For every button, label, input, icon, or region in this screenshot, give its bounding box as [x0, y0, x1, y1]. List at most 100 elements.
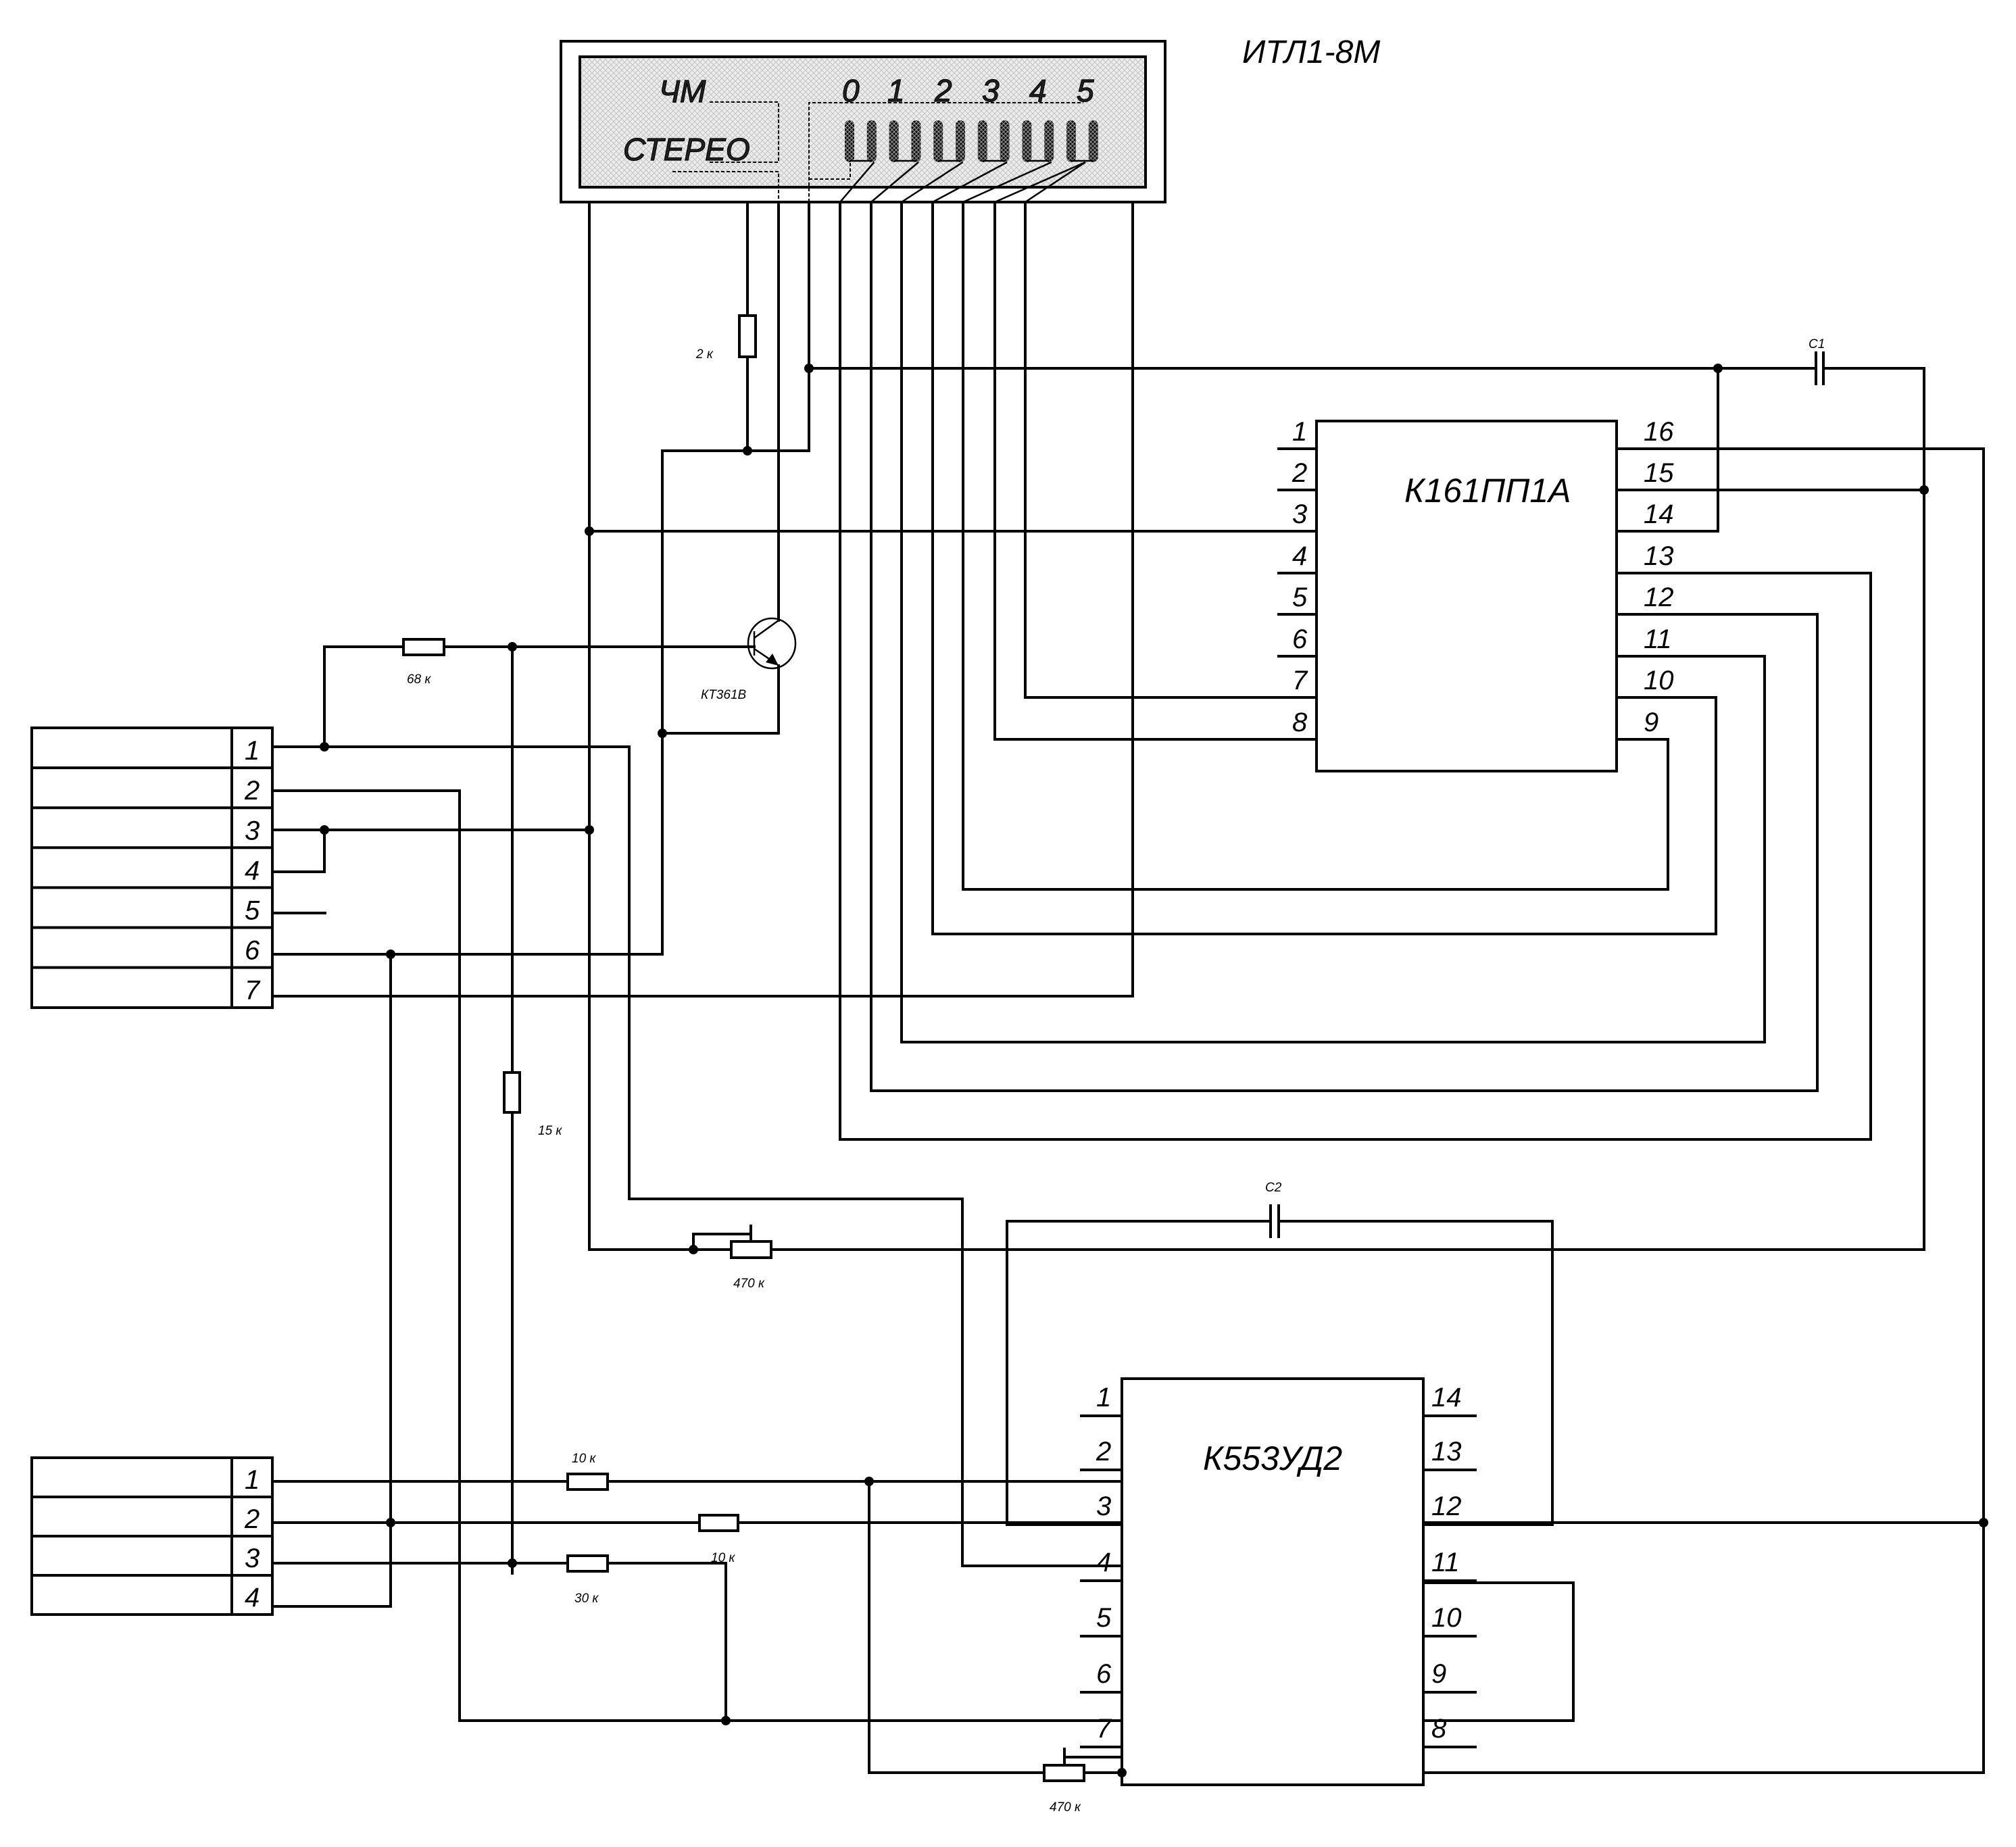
- resistor-10k-b-label: 10 к: [711, 1551, 735, 1565]
- decoder-right-pin-number: 14: [1644, 499, 1674, 529]
- display-segment: [1044, 120, 1054, 162]
- display-segment: [866, 120, 877, 162]
- junction-dot: [320, 742, 329, 752]
- wire-feedback: [868, 1480, 1046, 1774]
- display-segment: [956, 120, 965, 162]
- junction-dot: [386, 950, 395, 959]
- wire-seg-12: [870, 201, 1819, 1092]
- display-digit-trace: [808, 102, 1083, 202]
- display-segment: [1000, 120, 1010, 162]
- connector-pin-number: 4: [245, 1583, 260, 1612]
- junction-dot: [1713, 364, 1723, 373]
- resistor-68k-label: 68 к: [407, 672, 431, 687]
- resistor-15k: [503, 1071, 521, 1114]
- wire-connector1-pin4: [271, 829, 326, 873]
- wire-decoder-pin16: [1121, 447, 1985, 1774]
- display-segment: [1022, 120, 1032, 162]
- opamp-right-pin-number: 8: [1431, 1714, 1447, 1744]
- decoder-left-pin-number: 4: [1292, 541, 1307, 571]
- capacitor-c1: [1815, 351, 1825, 385]
- opamp-left-pin-number: 5: [1096, 1603, 1112, 1633]
- capacitor-c1-label: C1: [1809, 337, 1825, 351]
- chip-k553ud2-label: К553УД2: [1203, 1439, 1342, 1477]
- wire-seg-9: [962, 201, 1669, 891]
- opamp-left-pin-number: 3: [1096, 1492, 1111, 1521]
- display-segment-lead: [994, 161, 1086, 203]
- wires: [271, 201, 1985, 1774]
- opamp-left-pin-number: 7: [1096, 1714, 1112, 1744]
- decoder-right-pin-number: 9: [1644, 708, 1658, 737]
- wire-emitter: [661, 664, 780, 735]
- schematic-title: ИТЛ1-8М: [1242, 34, 1380, 70]
- wire-emitter-node: [661, 367, 810, 735]
- opamp-right-pin-number: 13: [1431, 1437, 1462, 1467]
- junction-dot: [386, 1518, 395, 1527]
- resistor-30k-label: 30 к: [574, 1592, 599, 1606]
- wire-base: [323, 645, 756, 748]
- junction-dot: [721, 1716, 731, 1725]
- junction-dot: [320, 825, 329, 835]
- junction-dot: [864, 1477, 874, 1486]
- decoder-left-pin-stubs: [1277, 447, 1318, 741]
- decoder-right-pin-number: 15: [1644, 458, 1674, 488]
- connector-pin-number: 6: [245, 936, 260, 966]
- junction-dot: [689, 1245, 698, 1254]
- resistor-2k-label: 2 к: [695, 347, 714, 362]
- display-stereo-indicator: СТЕРЕО: [623, 132, 750, 167]
- display-segment: [1088, 120, 1098, 162]
- potentiometer-top-label: 470 к: [733, 1277, 765, 1291]
- wire-display-grid: [588, 201, 733, 1251]
- junction-dots: [320, 364, 1988, 1777]
- display-segment-lead: [839, 162, 875, 203]
- wire-seg-11: [900, 201, 1766, 1043]
- connector-pin-number: 1: [245, 1465, 260, 1495]
- display-fm-indicator: ЧМ: [659, 74, 706, 109]
- opamp-right-pin-number: 10: [1431, 1603, 1462, 1633]
- wire-seg-10: [931, 201, 1717, 935]
- display-stereo-trace: [710, 101, 779, 163]
- connector-pin-number: 3: [245, 816, 260, 845]
- decoder-right-pin-number: 10: [1644, 666, 1674, 695]
- opamp-right-pin-number: 11: [1431, 1548, 1460, 1577]
- transistor-label: КТ361В: [701, 688, 747, 702]
- connector-pin-number: 4: [245, 856, 260, 885]
- decoder-right-pin-number: 13: [1644, 541, 1674, 571]
- opamp-right-pin-number: 14: [1431, 1383, 1462, 1412]
- opamp-left-pin-number: 4: [1096, 1548, 1111, 1577]
- resistor-15k-label: 15 к: [538, 1124, 562, 1138]
- display-bar-segments: [845, 120, 1098, 162]
- transistor-kt361v: [747, 617, 797, 670]
- junction-dot: [508, 1558, 517, 1568]
- display-segment-lead: [932, 161, 1008, 203]
- opamp-left-pin-number: 6: [1096, 1659, 1112, 1689]
- opamp-right-pin-number: 12: [1431, 1492, 1462, 1521]
- decoder-left-pin-number: 2: [1292, 458, 1307, 488]
- resistor-2k: [738, 314, 757, 358]
- opamp-left-pin-number: 2: [1096, 1437, 1111, 1467]
- display-segment-lead: [901, 161, 964, 203]
- potentiometer-470k-top: [692, 1225, 772, 1259]
- junction-dot: [743, 446, 752, 455]
- opamp-left-pin-number: 1: [1096, 1383, 1111, 1412]
- opamp-right-pin-number: 9: [1431, 1659, 1446, 1689]
- resistor-68k: [402, 638, 445, 656]
- display-segment: [933, 120, 943, 162]
- junction-dot: [804, 364, 814, 373]
- wire-connector2-pin3: [271, 1562, 727, 1722]
- wire-ground-bus: [271, 953, 392, 1608]
- decoder-right-pin-number: 12: [1644, 583, 1674, 612]
- display-segment: [911, 120, 921, 162]
- display-fm-trace: [672, 171, 779, 202]
- junction-dot: [585, 526, 594, 536]
- display-segment: [977, 120, 987, 162]
- connector-pin-number: 2: [244, 1504, 260, 1534]
- wire-c2-loop: [1006, 1220, 1554, 1526]
- potentiometer-470k-bottom: [1043, 1748, 1123, 1782]
- connector-pin-number: 2: [244, 776, 260, 806]
- display-segment-lead: [870, 162, 919, 203]
- wire-connector1-pin1: [271, 745, 1123, 1567]
